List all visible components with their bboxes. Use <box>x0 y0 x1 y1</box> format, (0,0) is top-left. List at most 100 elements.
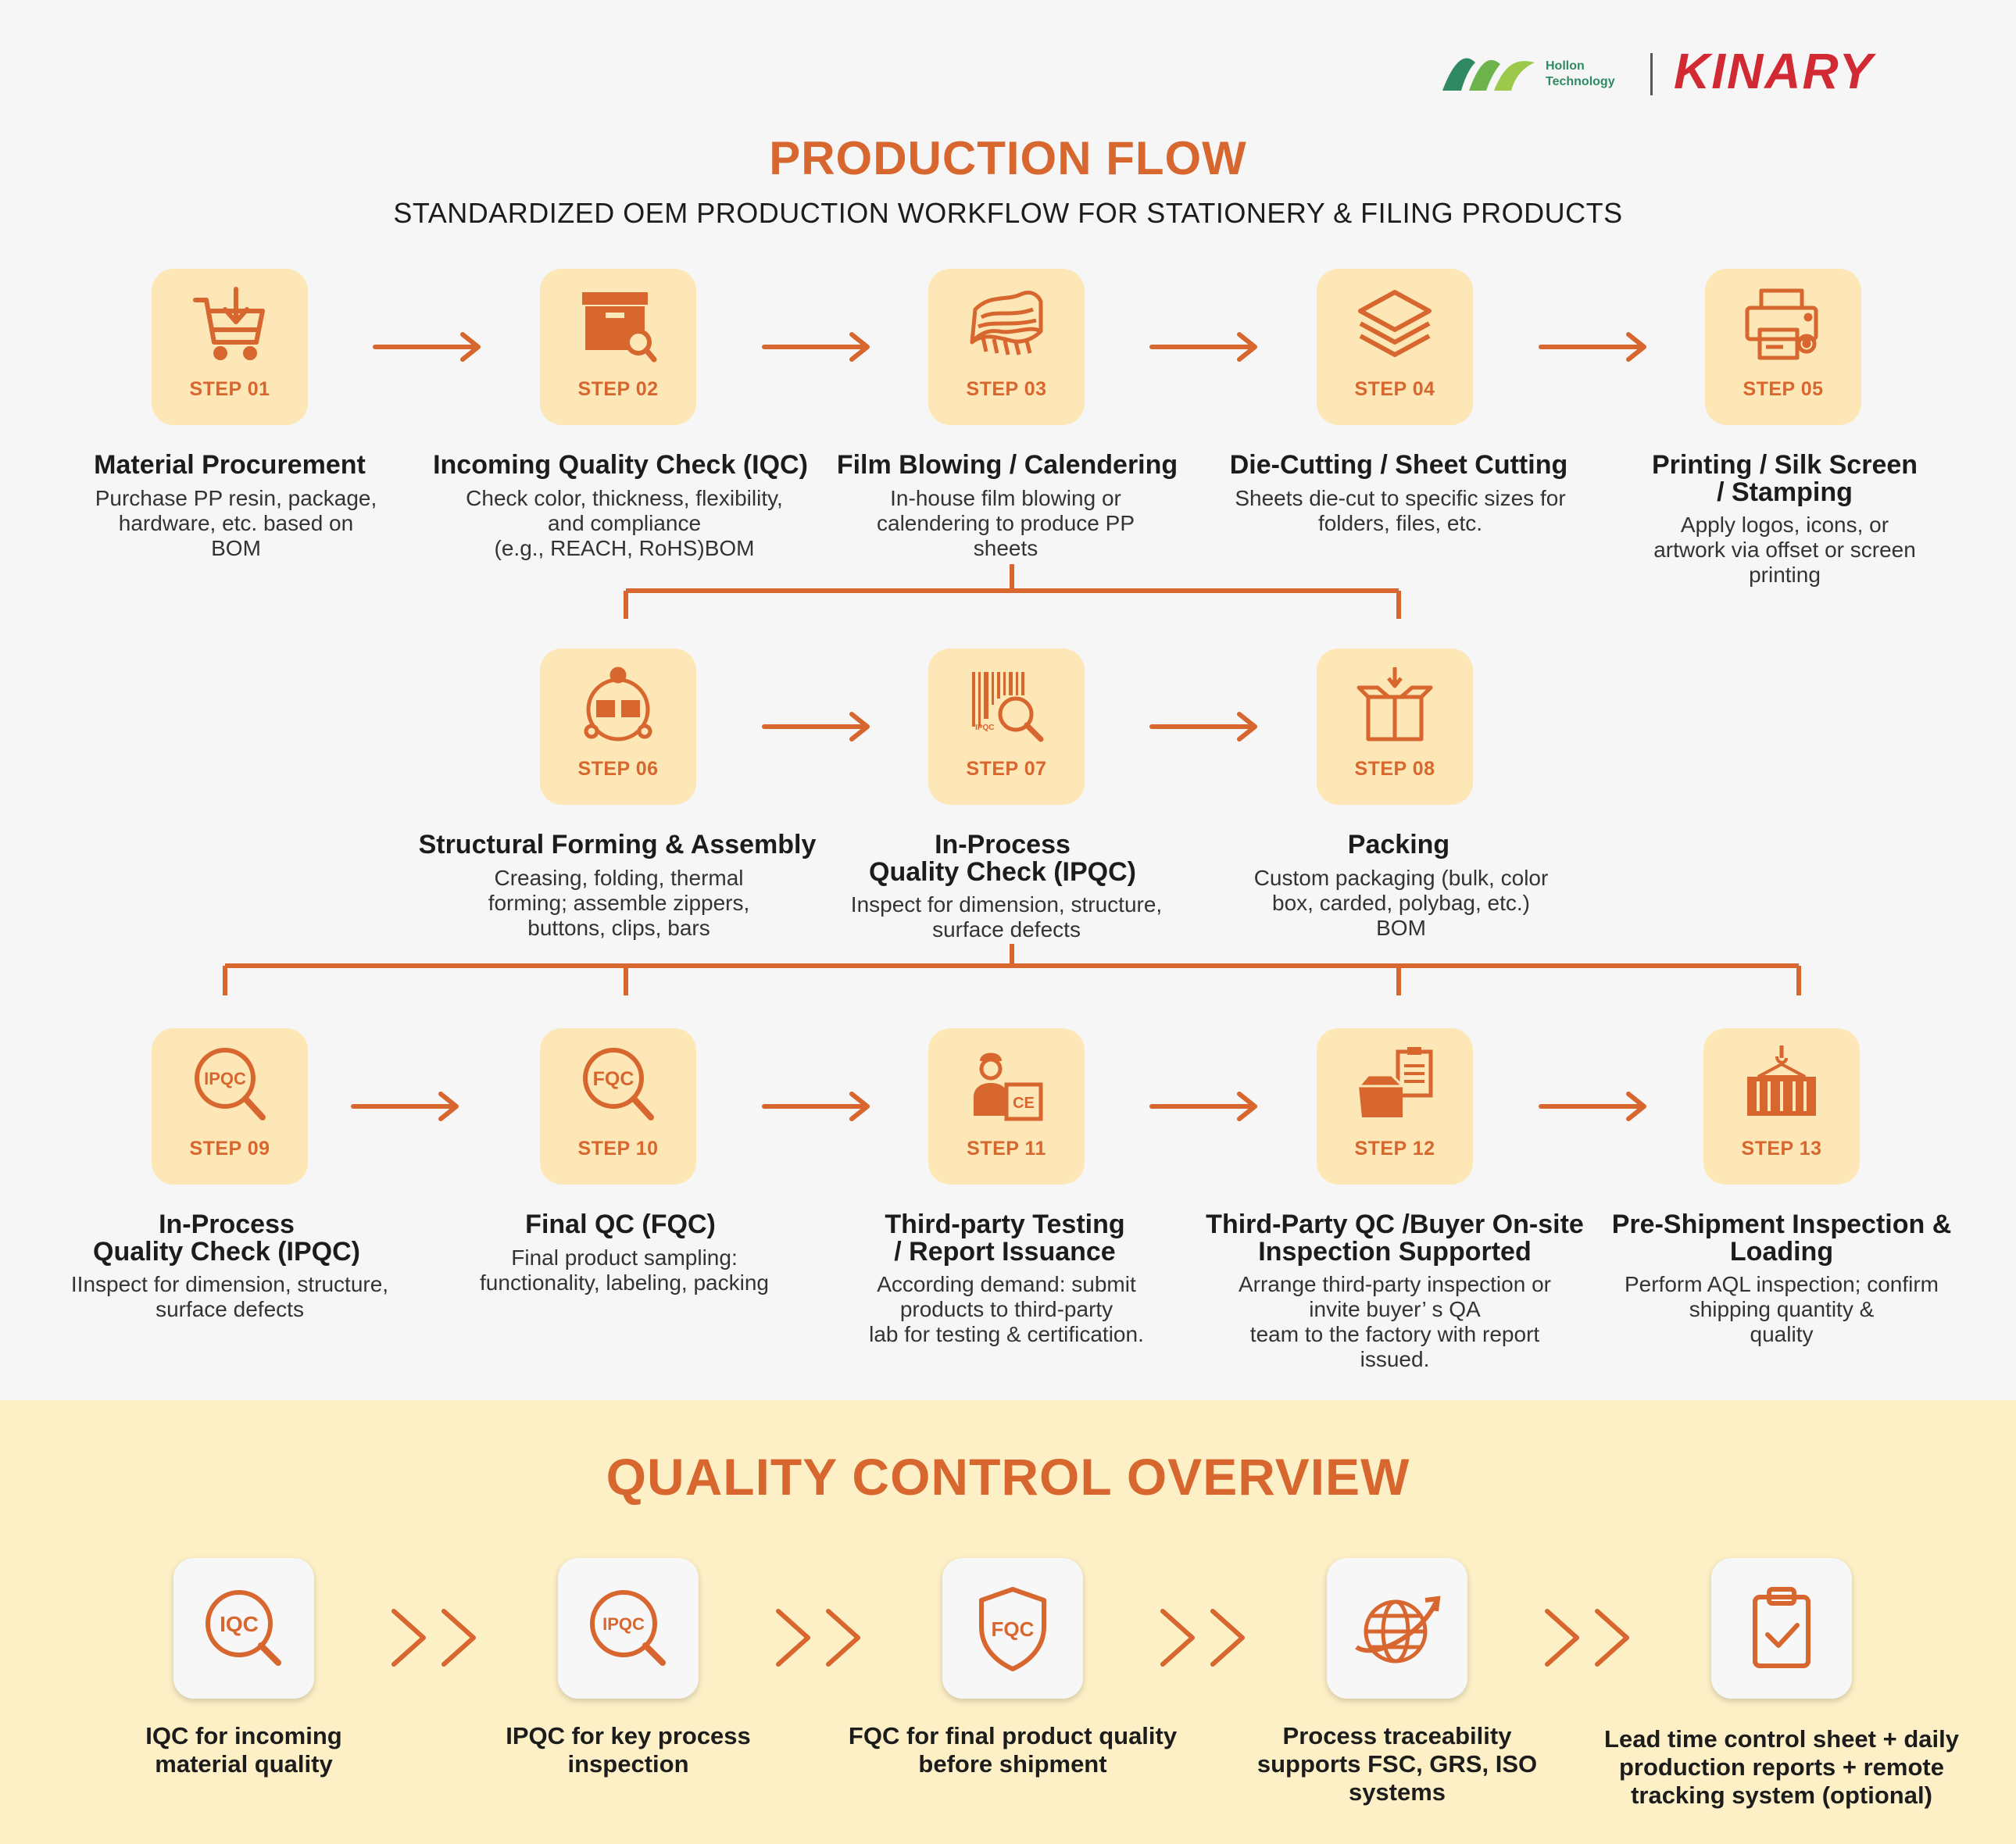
step-10-name: Final QC (FQC) <box>525 1210 716 1239</box>
svg-text:IPQC: IPQC <box>204 1069 246 1088</box>
qc-traceability-label: Process traceability supports FSC, GRS, … <box>1256 1722 1538 1806</box>
step-03-tile: STEP 03 <box>928 269 1085 425</box>
step-08-desc: Custom packaging (bulk, color box, carde… <box>1253 866 1549 940</box>
globe-icon <box>1355 1596 1441 1664</box>
iqc-magnifier-icon: IQC <box>206 1590 281 1666</box>
step-04-desc: Sheets die-cut to specific sizes for fol… <box>1235 486 1566 535</box>
arrow-step07-08 <box>1149 712 1257 742</box>
barcode-inspection-icon: IPQC <box>972 672 1044 742</box>
svg-text:CE: CE <box>1013 1095 1035 1112</box>
bracket-row2-row3 <box>223 944 1801 995</box>
fqc-icon-text: FQC <box>992 1617 1035 1641</box>
step-02-label: STEP 02 <box>577 378 659 400</box>
box-clipboard-icon <box>1356 1047 1433 1117</box>
iqc-icon-text: IQC <box>220 1612 259 1636</box>
arrow-step09-10 <box>351 1092 459 1121</box>
step-05-tile: STEP 05 <box>1705 269 1861 425</box>
arrow-step01-02 <box>373 332 481 362</box>
arrow-step11-12 <box>1149 1092 1257 1121</box>
svg-text:FQC: FQC <box>593 1068 634 1090</box>
step-06-desc: Creasing, folding, thermal forming; asse… <box>488 866 750 940</box>
qc-ipqc-label: IPQC for key process inspection <box>506 1722 751 1778</box>
step-04-label: STEP 04 <box>1354 378 1435 400</box>
step-09-label: STEP 09 <box>189 1138 270 1160</box>
arrow-step10-11 <box>762 1092 870 1121</box>
qc-iqc-tile: IQC <box>173 1558 314 1699</box>
qc-lead-time-tile <box>1711 1558 1852 1699</box>
qc-traceability-tile <box>1327 1558 1467 1699</box>
fqc-magnifier-icon: FQC <box>583 1048 654 1120</box>
assembly-icon <box>584 666 652 742</box>
step-02-desc: Check color, thickness, flexibility, and… <box>466 486 783 560</box>
bracket-row1-row2 <box>624 564 1401 619</box>
step-08-tile: STEP 08 <box>1317 649 1473 805</box>
step-06-tile: STEP 06 <box>540 649 696 805</box>
step-11-label: STEP 11 <box>967 1138 1046 1160</box>
ipqc-icon-text: IPQC <box>602 1614 645 1634</box>
step-01-name: Material Procurement <box>94 450 366 480</box>
step-07-tile: IPQC STEP 07 <box>928 649 1085 805</box>
step-13-tile: STEP 13 <box>1703 1028 1860 1185</box>
step-08-label: STEP 08 <box>1354 758 1435 780</box>
step-06-name: Structural Forming & Assembly <box>418 830 817 859</box>
open-box-icon <box>1357 667 1433 742</box>
arrow-step02-03 <box>762 332 870 362</box>
step-13-name: Pre-Shipment Inspection & Loading <box>1611 1210 1952 1267</box>
inspector-certificate-icon: CE <box>974 1052 1043 1121</box>
step-03-label: STEP 03 <box>966 378 1047 400</box>
step-12-desc: Arrange third-party inspection or invite… <box>1239 1272 1551 1371</box>
ipqc-magnifier-icon: IPQC <box>590 1590 666 1666</box>
layers-icon <box>1358 290 1432 357</box>
arrow-step04-05 <box>1539 332 1646 362</box>
qc-iqc-label: IQC for incoming material quality <box>145 1722 342 1778</box>
step-11-tile: CE STEP 11 <box>928 1028 1085 1185</box>
step-01-tile: STEP 01 <box>152 269 308 425</box>
clipboard-check-icon <box>1753 1587 1810 1668</box>
qc-lead-time-label: Lead time control sheet + daily producti… <box>1604 1725 1959 1809</box>
step-13-desc: Perform AQL inspection; confirm shipping… <box>1624 1272 1939 1346</box>
qc-ipqc-tile: IPQC <box>558 1558 699 1699</box>
step-07-name: In-Process Quality Check (IPQC) <box>869 830 1136 887</box>
step-09-name: In-Process Quality Check (IPQC) <box>93 1210 360 1267</box>
step-11-name: Third-party Testing / Report Issuance <box>885 1210 1125 1267</box>
step-03-name: Film Blowing / Calendering <box>836 450 1178 480</box>
step-12-tile: STEP 12 <box>1317 1028 1473 1185</box>
step-02-name: Incoming Quality Check (IQC) <box>433 450 808 480</box>
svg-text:IPQC: IPQC <box>975 724 994 732</box>
shopping-cart-icon <box>193 287 265 360</box>
step-09-desc: IInspect for dimension, structure, surfa… <box>70 1272 389 1321</box>
step-13-label: STEP 13 <box>1741 1138 1822 1160</box>
brand-logo: Hollon Technology KINARY <box>1435 43 1896 103</box>
page-subtitle: STANDARDIZED OEM PRODUCTION WORKFLOW FOR… <box>393 197 1623 229</box>
fqc-shield-icon: FQC <box>979 1587 1046 1671</box>
step-12-name: Third-Party QC /Buyer On-site Inspection… <box>1206 1210 1584 1267</box>
step-06-label: STEP 06 <box>577 758 659 780</box>
step-10-label: STEP 10 <box>577 1138 659 1160</box>
step-02-tile: STEP 02 <box>540 269 696 425</box>
step-04-name: Die-Cutting / Sheet Cutting <box>1229 450 1568 480</box>
step-07-desc: Inspect for dimension, structure, surfac… <box>850 892 1163 942</box>
step-05-name: Printing / Silk Screen / Stamping <box>1651 450 1918 507</box>
step-09-tile: IPQC STEP 09 <box>152 1028 308 1185</box>
step-08-name: Packing <box>1347 830 1450 859</box>
qc-fqc-tile: FQC <box>942 1558 1083 1699</box>
step-01-label: STEP 01 <box>189 378 270 400</box>
step-05-label: STEP 05 <box>1743 378 1824 400</box>
box-inspection-icon <box>582 292 657 363</box>
ipqc-magnifier-icon: IPQC <box>195 1048 266 1120</box>
step-04-tile: STEP 04 <box>1317 269 1473 425</box>
logo-divider <box>1650 53 1653 95</box>
step-10-tile: FQC STEP 10 <box>540 1028 696 1185</box>
step-10-desc: Final product sampling: functionality, l… <box>480 1245 769 1295</box>
hollon-name-line2: Technology <box>1546 75 1615 88</box>
arrow-step06-07 <box>762 712 870 742</box>
kinary-wordmark: KINARY <box>1674 43 1875 99</box>
step-05-desc: Apply logos, icons, or artwork via offse… <box>1653 513 1916 587</box>
step-07-label: STEP 07 <box>966 758 1047 780</box>
step-11-desc: According demand: submit products to thi… <box>869 1272 1144 1346</box>
step-01-desc: Purchase PP resin, package, hardware, et… <box>95 486 377 560</box>
page-title: PRODUCTION FLOW <box>769 132 1247 184</box>
qc-fqc-label: FQC for final product quality before shi… <box>848 1722 1178 1778</box>
step-12-label: STEP 12 <box>1354 1138 1435 1160</box>
arrow-step12-13 <box>1539 1092 1646 1121</box>
